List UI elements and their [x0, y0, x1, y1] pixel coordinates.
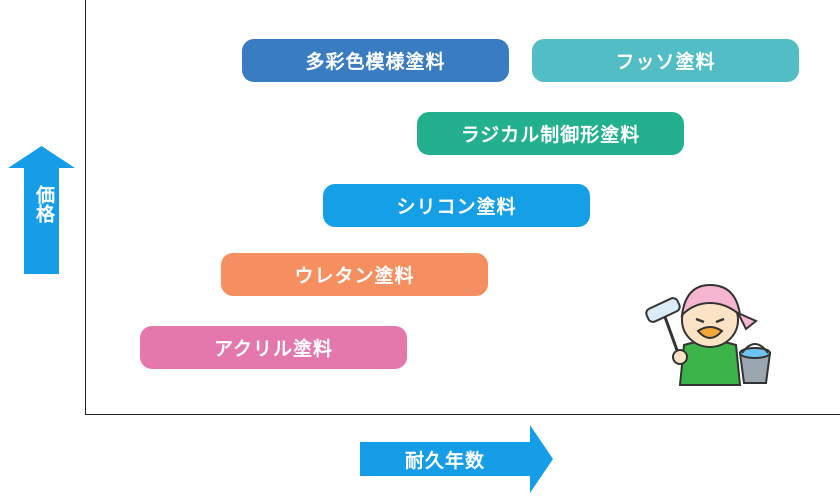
paint-bar-silicon: シリコン塗料 — [323, 184, 590, 227]
paint-bar-radical-control: ラジカル制御形塗料 — [417, 112, 684, 155]
paint-bar-acrylic: アクリル塗料 — [140, 326, 407, 369]
paint-bar-fusso: フッソ塗料 — [532, 39, 799, 82]
chart-axes — [85, 0, 840, 415]
painter-character-icon — [645, 283, 772, 386]
x-axis-label: 耐久年数 — [404, 449, 485, 472]
paint-bar-urethane: ウレタン塗料 — [221, 253, 488, 296]
y-axis-arrow-icon — [8, 146, 75, 274]
paint-bar-tayousai: 多彩色模様塗料 — [242, 39, 509, 82]
y-axis-label: 価格 — [33, 185, 55, 223]
x-axis-arrow-icon — [360, 425, 553, 493]
